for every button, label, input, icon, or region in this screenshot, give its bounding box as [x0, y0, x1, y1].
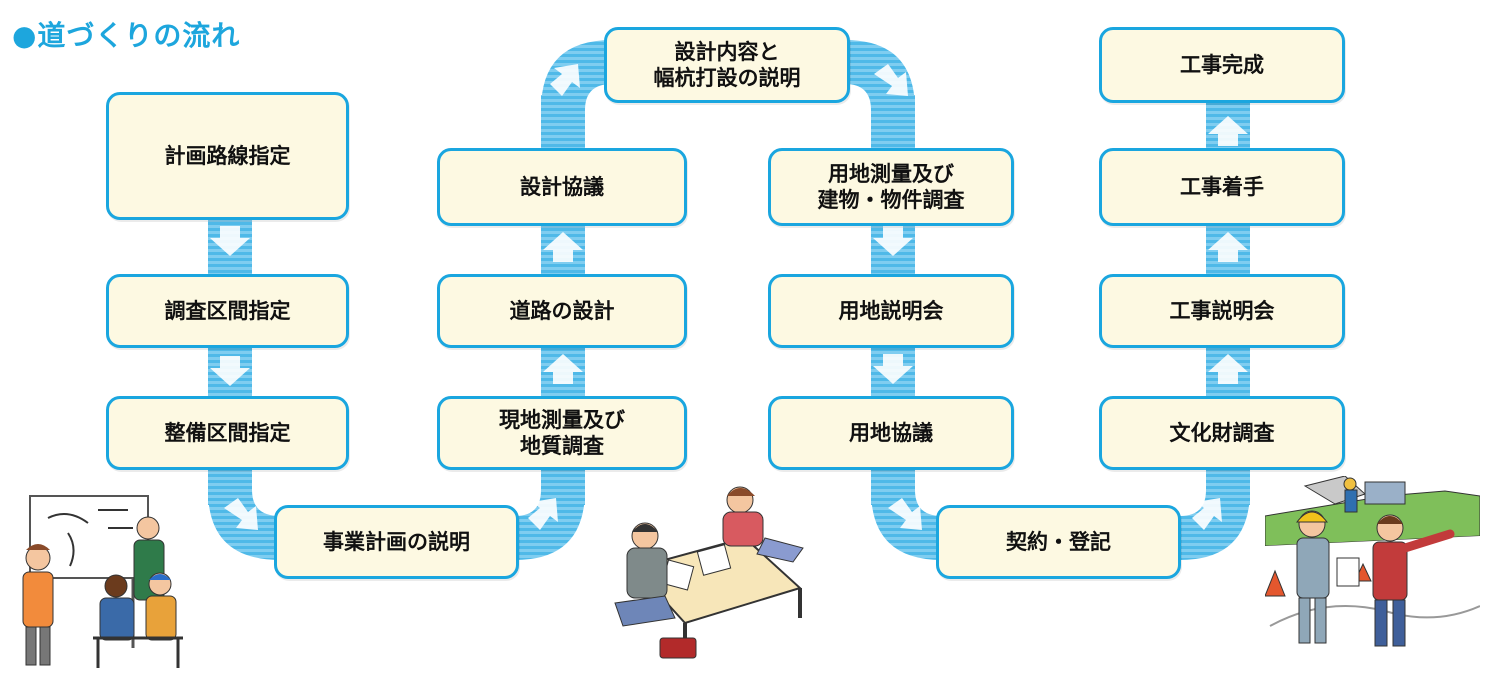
- step-label: 現地測量及び 地質調査: [499, 408, 625, 458]
- step-label: 用地測量及び 建物・物件調査: [817, 162, 965, 212]
- step-box: 事業計画の説明: [274, 505, 519, 579]
- step-box: 現地測量及び 地質調査: [437, 396, 687, 470]
- step-box: 用地説明会: [768, 274, 1014, 348]
- step-label: 工事説明会: [1169, 299, 1275, 323]
- step-box: 調査区間指定: [106, 274, 349, 348]
- step-box: 道路の設計: [437, 274, 687, 348]
- step-label: 設計内容と 幅杭打設の説明: [653, 40, 801, 90]
- step-label: 道路の設計: [509, 299, 615, 323]
- arrow-up-icon: [543, 232, 583, 384]
- construction-illustration: [1265, 476, 1480, 671]
- step-box: 契約・登記: [936, 505, 1181, 579]
- step-box: 設計内容と 幅杭打設の説明: [604, 27, 850, 103]
- step-label: 文化財調査: [1169, 421, 1275, 445]
- arrow-up-icon: [1208, 116, 1248, 384]
- step-label: 工事着手: [1180, 175, 1264, 199]
- step-label: 契約・登記: [1006, 530, 1111, 554]
- arrow-down-icon: [210, 226, 250, 386]
- step-box: 工事完成: [1099, 27, 1345, 103]
- step-label: 調査区間指定: [164, 299, 291, 323]
- arrow-down-icon: [873, 226, 913, 384]
- step-box: 用地協議: [768, 396, 1014, 470]
- step-label: 設計協議: [520, 175, 604, 199]
- meeting-illustration: [22, 495, 183, 668]
- consultation-illustration: [614, 486, 804, 659]
- arrow-diagonal-icon: [224, 64, 1222, 530]
- page-title: ●道づくりの流れ: [12, 19, 241, 52]
- step-box: 整備区間指定: [106, 396, 349, 470]
- step-label: 事業計画の説明: [323, 530, 470, 554]
- step-box: 工事着手: [1099, 148, 1345, 226]
- step-label: 計画路線指定: [164, 144, 291, 168]
- step-label: 整備区間指定: [164, 421, 291, 445]
- step-box: 用地測量及び 建物・物件調査: [768, 148, 1014, 226]
- step-label: 工事完成: [1180, 53, 1264, 77]
- step-box: 設計協議: [437, 148, 687, 226]
- step-box: 工事説明会: [1099, 274, 1345, 348]
- step-box: 計画路線指定: [106, 92, 349, 220]
- step-box: 文化財調査: [1099, 396, 1345, 470]
- step-label: 用地説明会: [838, 299, 944, 323]
- step-label: 用地協議: [849, 421, 933, 445]
